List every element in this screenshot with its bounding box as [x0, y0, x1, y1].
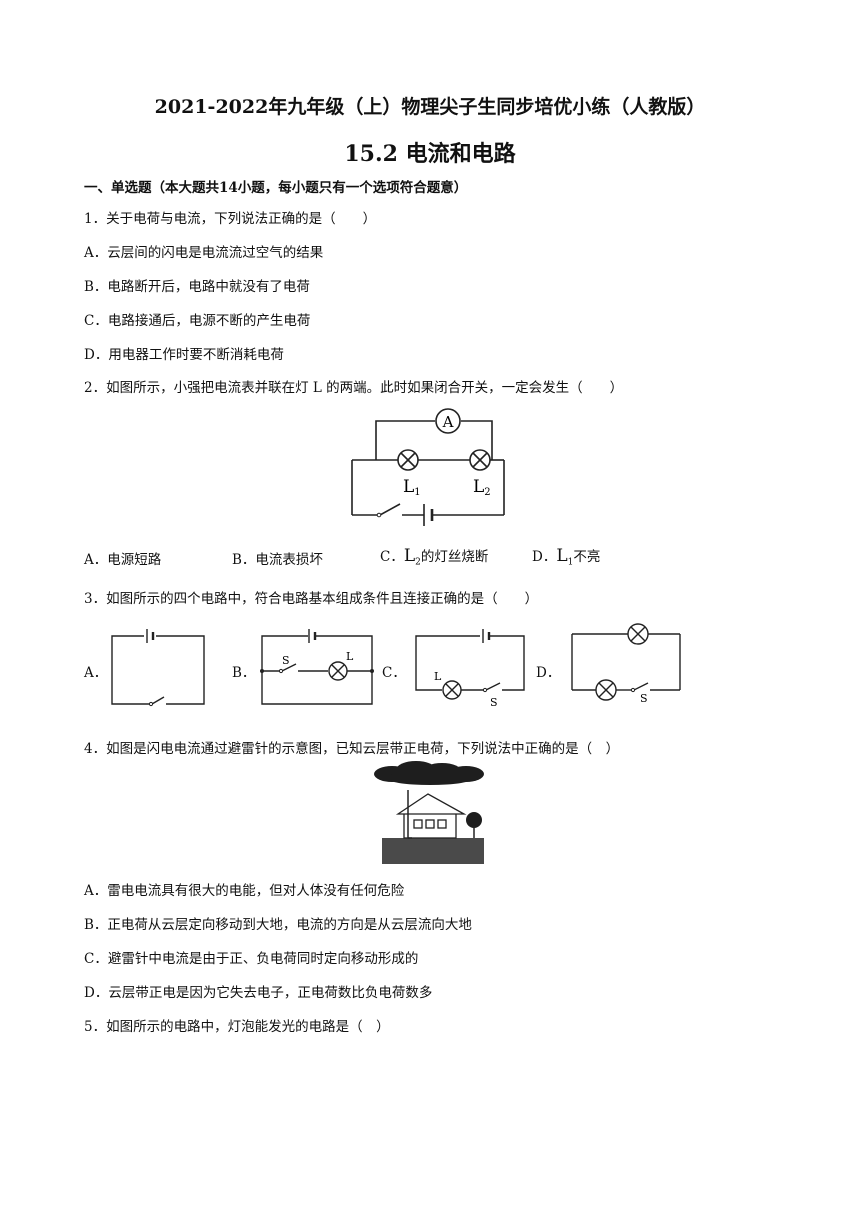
- section-heading: 一、单选题（本大题共14小题，每小题只有一个选项符合题意）: [84, 180, 468, 196]
- question-3-option-a-letter: A．: [84, 665, 108, 681]
- question-2-stem: 2．如图所示，小强把电流表并联在灯 L 的两端。此时如果闭合开关，一定会发生（ …: [84, 380, 624, 396]
- question-2-circuit-figure: A L1 L2: [351, 408, 505, 526]
- question-3-option-b-letter: B．: [232, 665, 256, 681]
- question-3-option-c-letter: C．: [382, 665, 406, 681]
- question-5-stem: 5．如图所示的电路中，灯泡能发光的电路是（ ）: [84, 1019, 390, 1035]
- question-3-option-d-letter: D．: [536, 665, 561, 681]
- lamp-l1-label: L1: [403, 477, 421, 498]
- svg-text:S: S: [640, 692, 648, 705]
- lesson-title: 15.2 电流和电路: [344, 141, 516, 167]
- question-3-circuit-a: [111, 629, 205, 707]
- question-1-option-c: C．电路接通后，电源不断的产生电荷: [84, 313, 311, 329]
- question-3-circuit-c: L S: [415, 629, 525, 709]
- question-1-option-b: B．电路断开后，电路中就没有了电荷: [84, 279, 310, 295]
- lightning-rod-figure: [374, 761, 484, 864]
- svg-text:S: S: [490, 696, 498, 709]
- question-1-option-a: A．云层间的闪电是电流流过空气的结果: [84, 245, 324, 261]
- ammeter-icon: [435, 408, 461, 434]
- question-4-option-a: A．雷电电流具有很大的电能，但对人体没有任何危险: [84, 883, 405, 899]
- svg-text:S: S: [282, 654, 290, 667]
- question-2-option-c: C．L2的灯丝烧断: [380, 546, 489, 568]
- document-title: 2021-2022年九年级（上）物理尖子生同步培优小练（人教版）: [154, 96, 706, 118]
- question-3-circuit-d: S: [571, 623, 681, 705]
- question-4-stem: 4．如图是闪电电流通过避雷针的示意图，已知云层带正电荷，下列说法中正确的是（ ）: [84, 741, 620, 757]
- ammeter-label: A: [442, 413, 454, 431]
- cloud-icon: [374, 761, 484, 785]
- lamp-l1-icon: [397, 449, 419, 471]
- question-2-option-b: B．电流表损坏: [232, 552, 323, 568]
- question-1-stem: 1．关于电荷与电流，下列说法正确的是（ ）: [84, 211, 377, 227]
- question-4-option-b: B．正电荷从云层定向移动到大地，电流的方向是从云层流向大地: [84, 917, 472, 933]
- ground: [382, 838, 484, 864]
- tree-icon: [466, 812, 482, 828]
- question-1-option-d: D．用电器工作时要不断消耗电荷: [84, 347, 284, 363]
- svg-text:L: L: [346, 650, 354, 663]
- question-2-option-d: D．L1不亮: [532, 546, 601, 568]
- lamp-l2-icon: [469, 449, 491, 471]
- question-4-option-c: C．避雷针中电流是由于正、负电荷同时定向移动形成的: [84, 951, 419, 967]
- svg-text:L: L: [434, 670, 442, 683]
- question-4-option-d: D．云层带正电是因为它失去电子，正电荷数比负电荷数多: [84, 985, 433, 1001]
- house-icon: [395, 793, 467, 839]
- question-3-stem: 3．如图所示的四个电路中，符合电路基本组成条件且连接正确的是（ ）: [84, 591, 539, 607]
- switch-icon: [376, 512, 382, 518]
- lamp-l2-label: L2: [473, 477, 491, 498]
- question-2-option-a: A．电源短路: [84, 552, 162, 568]
- question-3-circuit-b: S L: [260, 629, 374, 705]
